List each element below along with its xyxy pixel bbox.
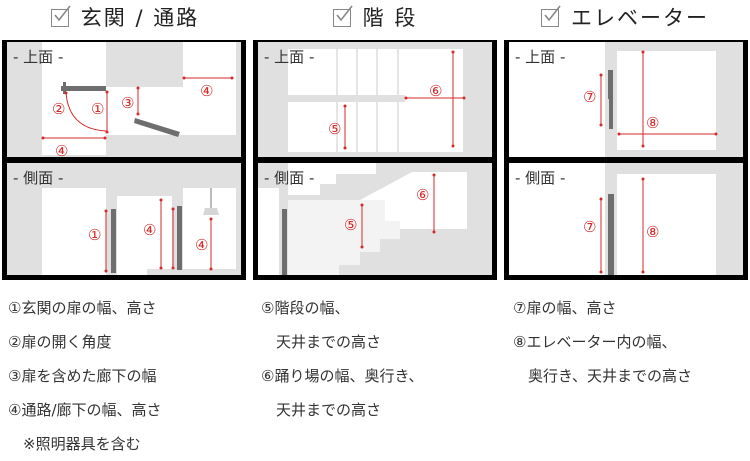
elevator-title: エレベーター — [500, 2, 750, 32]
marker-8: ⑧ — [646, 114, 660, 132]
marker-8: ⑧ — [646, 223, 660, 241]
marker-4: ④ — [195, 236, 209, 254]
elevator-legend: ⑦扉の幅、高さ ⑧エレベーター内の幅、 奥行き、天井までの高さ — [513, 291, 692, 393]
checkbox-checked-icon — [332, 5, 353, 27]
legend-item: ⑦扉の幅、高さ — [513, 299, 617, 317]
marker-1: ① — [88, 226, 102, 244]
marker-1: ① — [91, 100, 105, 118]
legend-note: ※照明器具を含む — [8, 435, 141, 453]
entrance-title: 玄関 / 通路 — [0, 2, 250, 32]
entrance-panel: - 上面 - ② ① ③ ④ ④ - 側面 - — [2, 40, 246, 280]
entrance-top-drawing — [41, 76, 234, 140]
stairs-panel: - 上面 - ⑤ ⑥ - 側面 - — [253, 40, 497, 280]
entrance-side-view: - 側面 - ① ④ ④ — [7, 163, 241, 275]
legend-item: ⑥踊り場の幅、奥行き、 — [261, 367, 424, 385]
marker-2: ② — [52, 100, 66, 118]
elevator-side-view: - 側面 - ⑦ ⑧ — [509, 163, 743, 275]
marker-6: ⑥ — [429, 82, 443, 100]
legend-item: ④通路/廊下の幅、高さ — [8, 401, 162, 419]
stairs-top-drawing — [288, 49, 466, 152]
view-label-top: - 上面 - — [264, 48, 315, 66]
elevator-top-view: - 上面 - ⑦ ⑧ — [509, 42, 743, 157]
view-label-side: - 側面 - — [264, 169, 315, 187]
stairs-side-drawing — [258, 163, 467, 275]
marker-4: ④ — [200, 82, 214, 100]
view-label-side: - 側面 - — [515, 169, 566, 187]
checkbox-checked-icon — [50, 5, 71, 27]
checkbox-checked-icon — [541, 5, 561, 27]
stairs-title: 階 段 — [250, 2, 500, 32]
marker-4: ④ — [143, 221, 157, 239]
marker-5: ⑤ — [328, 120, 342, 138]
entrance-top-view: - 上面 - ② ① ③ ④ ④ — [7, 42, 241, 157]
legend-item: ⑧エレベーター内の幅、 — [513, 333, 677, 351]
elevator-panel: - 上面 - ⑦ ⑧ - 側面 - ⑦ ⑧ — [504, 40, 748, 280]
legend-item: ⑤階段の幅、 — [261, 299, 350, 317]
legend-item: 天井までの高さ — [261, 333, 382, 351]
stairs-side-view: - 側面 - ⑤ ⑥ — [258, 163, 492, 275]
marker-7: ⑦ — [583, 218, 597, 236]
entrance-side-drawing — [104, 188, 219, 273]
view-label-top: - 上面 - — [13, 48, 64, 66]
legend-item: 天井までの高さ — [261, 401, 382, 419]
marker-6: ⑥ — [416, 186, 430, 204]
legend-item: ②扉の開く角度 — [8, 333, 112, 351]
entrance-title-text: 玄関 / 通路 — [80, 6, 200, 30]
elevator-title-text: エレベーター — [571, 6, 709, 30]
marker-7: ⑦ — [583, 88, 597, 106]
marker-5: ⑤ — [344, 216, 358, 234]
legend-item: ①玄関の扉の幅、高さ — [8, 299, 157, 317]
stairs-top-view: - 上面 - ⑤ ⑥ — [258, 42, 492, 157]
view-label-side: - 側面 - — [13, 169, 64, 187]
entrance-legend: ①玄関の扉の幅、高さ ②扉の開く角度 ③扉を含めた廊下の幅 ④通路/廊下の幅、高… — [8, 291, 162, 461]
marker-4: ④ — [55, 142, 69, 157]
marker-3: ③ — [121, 94, 135, 112]
stairs-legend: ⑤階段の幅、 天井までの高さ ⑥踊り場の幅、奥行き、 天井までの高さ — [261, 291, 423, 427]
legend-item: ③扉を含めた廊下の幅 — [8, 367, 157, 385]
view-label-top: - 上面 - — [515, 48, 566, 66]
elevator-top-drawing — [599, 42, 718, 157]
legend-item: 奥行き、天井までの高さ — [513, 367, 692, 385]
stairs-title-text: 階 段 — [362, 6, 418, 30]
elevator-side-drawing — [599, 163, 645, 275]
